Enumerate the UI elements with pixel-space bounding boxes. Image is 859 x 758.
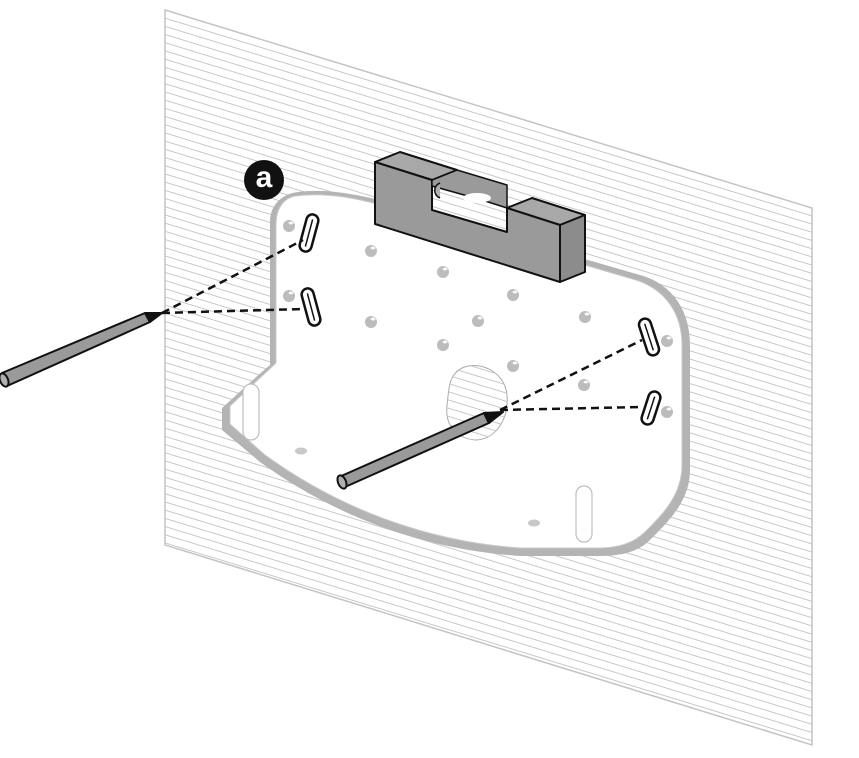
step-label-badge: a — [244, 160, 284, 200]
mounting-plate — [222, 190, 690, 556]
keyhole-slots — [298, 213, 662, 426]
small-hole — [295, 447, 307, 455]
marking-lines — [161, 238, 643, 412]
pencil-left — [0, 312, 163, 388]
small-hole — [528, 519, 540, 527]
spirit-level — [374, 151, 586, 283]
vertical-slot-right — [575, 485, 593, 543]
pencil-center — [336, 411, 504, 490]
vertical-slot-left — [242, 383, 260, 441]
